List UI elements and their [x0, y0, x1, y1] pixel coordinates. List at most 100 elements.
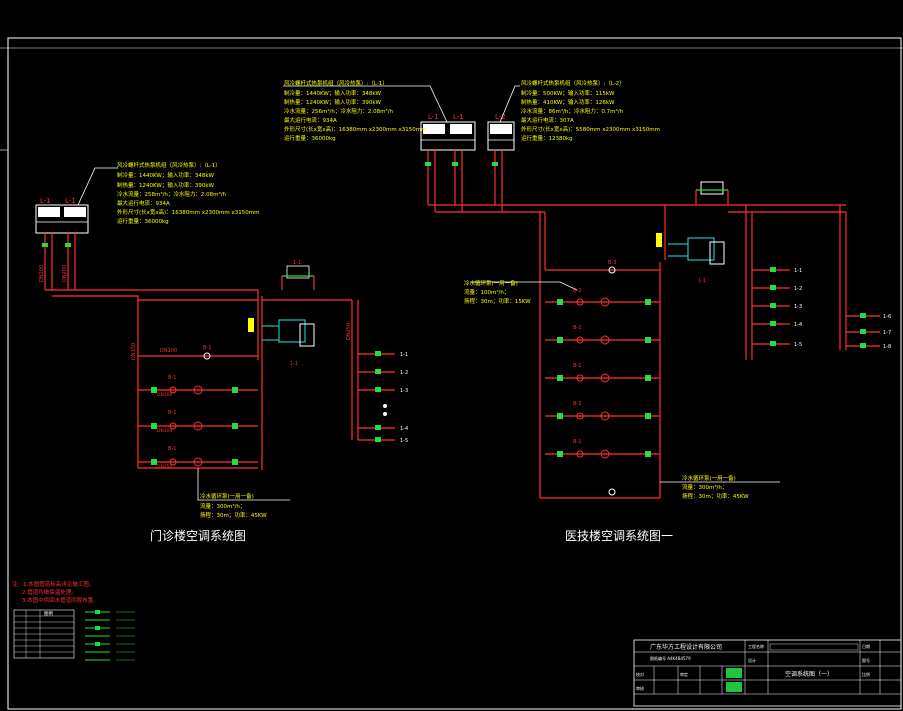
- right-pump-label-1: B-2: [573, 288, 581, 294]
- left-branch-2: 1-2: [358, 369, 408, 376]
- right-branch-label-5: 1-5: [794, 342, 802, 348]
- right-system: L-1 L-1 L-2 风冷螺杆式热泵机组（风冷热泵）:（L-1） 制冷量：14…: [283, 79, 891, 543]
- right-expansion-tank: [695, 181, 729, 205]
- legend-symbols: [85, 610, 135, 661]
- left-bypass: DN100 B-1: [138, 345, 258, 360]
- right-pump-spec-small: 冷水循环泵(一用一备) 流量：100m³/h； 扬程：30m；功率：15KW: [464, 279, 531, 305]
- left-pump-spec: 冷水循环泵(一用一备) 流量：300m³/h； 扬程：30m；功率：45KW: [200, 492, 267, 519]
- right-branch-label-2: 1-2: [794, 286, 802, 292]
- right-spec1-line-3: 冷水流量：256m³/h；冷水阻力：2.08m³/h: [284, 107, 394, 115]
- left-branch-label-1: 1-1: [400, 352, 408, 358]
- right-branch-5: 1-5: [752, 341, 802, 348]
- right-pump-label-4: B-1: [573, 401, 581, 407]
- right-chiller-unit-2: L-2: [487, 113, 515, 151]
- left-chiller-label-2: L-1: [65, 197, 76, 205]
- right-spec1-line-6: 运行重量：36000kg: [284, 134, 336, 142]
- left-expansion-label: 1-1: [293, 260, 301, 266]
- legend-title: 图例: [44, 610, 53, 617]
- left-pump-label-1: B-1: [168, 375, 176, 381]
- right-pump-label-5: B-1: [573, 439, 581, 445]
- right-branch-label-4: 1-4: [794, 322, 802, 328]
- note-line-1: 2.管道均做保温处理。: [22, 588, 77, 596]
- left-system: L-1 L-1 风冷螺杆式热泵机组（风冷热泵）:（L-1） 制冷量：1440KW…: [35, 161, 408, 543]
- title-block-field-6: 图号: [862, 657, 870, 663]
- right-chiller-label-3: L-2: [495, 113, 506, 121]
- left-branch-label-5: 1-5: [400, 438, 408, 444]
- left-dist-pipe-label-1: DN250: [346, 323, 352, 340]
- left-spec-line-5: 外形尺寸(长x宽x高)：16380mm x2300mm x3150mm: [117, 208, 259, 216]
- left-spec-line-2: 制热量：1240KW；输入功率：390kW: [117, 181, 215, 189]
- left-branch-label-4: 1-4: [400, 426, 408, 432]
- left-main-pipe-label: DN150: [131, 343, 137, 360]
- left-bypass-pipe-label: DN100: [160, 348, 177, 354]
- title-block-field-1: 设计: [748, 657, 756, 663]
- right-branch-label-7: 1-7: [883, 330, 891, 336]
- right-branch-1: 1-1: [752, 267, 802, 274]
- left-expansion-tank: 1-1: [281, 260, 315, 290]
- left-pump-spec-0: 冷水循环泵(一用一备): [200, 492, 254, 500]
- right-pump-large-0: 冷水循环泵(一用一备): [682, 474, 736, 482]
- right-branch-6: 1-6: [846, 313, 891, 320]
- right-spec1-line-1: 制冷量：1440KW；输入功率：348kW: [284, 89, 382, 97]
- right-pump-label-3: B-1: [573, 363, 581, 369]
- drawing-frame: [7, 37, 902, 710]
- left-chiller-label-1: L-1: [40, 197, 51, 205]
- right-pump-row-2: B-2: [545, 325, 660, 345]
- left-chiller-spec: 风冷螺杆式热泵机组（风冷热泵）:（L-1） 制冷量：1440KW；输入功率：34…: [117, 161, 259, 225]
- right-pump-row-4: B-1: [545, 401, 660, 421]
- right-chiller-label-1: L-1: [428, 113, 439, 121]
- left-branch-5: 1-4: [358, 425, 408, 432]
- note-line-0: 注：1.本图管道标高详见施工图。: [12, 580, 94, 588]
- title-block-company: 广东华方工程设计有限公司: [650, 643, 722, 651]
- title-block-footer: 图纸编号 A4K4B4579: [650, 655, 691, 661]
- left-branch-label-3: 1-3: [400, 388, 408, 394]
- right-branch-list: 1-1 1-2 1-3 1-4 1-5 1-6 1-7 1-8: [752, 267, 891, 350]
- right-chiller-spec-2: 风冷螺杆式热泵机组（风冷热泵）:（L-2） 制冷量：500KW；输入功率：115…: [521, 79, 660, 142]
- left-branch-3: 1-3: [358, 387, 408, 394]
- title-block-field-5: 日期: [862, 643, 870, 649]
- right-spec2-line-3: 冷水流量：86m³/h；冷水阻力：0.7m³/h: [521, 107, 624, 115]
- right-spec1-line-0: 风冷螺杆式热泵机组（风冷热泵）:（L-1）: [284, 79, 388, 87]
- left-system-title: 门诊楼空调系统图: [150, 528, 246, 543]
- right-spec2-line-5: 外形尺寸(长x宽x高)：5580mm x2300mm x3150mm: [521, 125, 660, 133]
- right-bypass: B-3: [545, 260, 660, 274]
- right-branch-2: 1-2: [752, 285, 802, 292]
- left-pump-pipe-label-2: DN100: [157, 428, 173, 434]
- left-pump-row-2: B-1 DN100: [138, 410, 258, 434]
- right-spec2-line-2: 制热量：410KW；输入功率：126kW: [521, 98, 615, 106]
- legend-table: 图例: [13, 609, 75, 659]
- left-pump-spec-1: 流量：300m³/h；: [200, 502, 245, 510]
- right-branch-7: 1-7: [846, 329, 891, 336]
- left-branch-list: 1-1 1-2 1-3 1-4 1-5: [358, 351, 408, 444]
- left-riser-pipe-label-2: DN200: [62, 265, 68, 282]
- right-chiller-unit-1: L-1 L-1: [420, 113, 476, 151]
- notes-section: 注：1.本图管道标高详见施工图。 2.管道均做保温处理。 3.本图中供回水管道同…: [12, 580, 99, 604]
- left-riser-pipe-label-1: DN200: [39, 265, 45, 282]
- right-pump-large-1: 流量：300m³/h；: [682, 483, 727, 491]
- left-control-label: 1-1: [290, 361, 298, 367]
- right-pump-large-2: 扬程：30m；功率：45KW: [682, 492, 749, 500]
- right-chiller-label-2: L-1: [453, 113, 464, 121]
- right-pump-row-3: B-1: [545, 363, 660, 383]
- left-pump-row-1: B-1 DN100: [138, 375, 258, 398]
- left-branch-label-2: 1-2: [400, 370, 408, 376]
- left-bypass-label: B-1: [203, 345, 211, 351]
- title-block-field-7: 比例: [862, 671, 870, 677]
- right-pump-row-1: B-2: [545, 288, 660, 307]
- left-pump-row-3: B-1 DN250: [138, 446, 258, 470]
- right-spec1-line-2: 制热量：1240KW；输入功率：390kW: [284, 98, 382, 106]
- right-branch-3: 1-3: [752, 303, 802, 310]
- title-block-field-2: 校对: [636, 671, 644, 677]
- right-spec2-line-1: 制冷量：500KW；输入功率：115kW: [521, 89, 615, 97]
- title-block-drawing-name: 空调系统图（一）: [785, 670, 833, 678]
- right-pump-label-2: B-2: [573, 325, 581, 331]
- note-line-2: 3.本图中供回水管道同程布置。: [22, 596, 99, 604]
- left-pump-label-2: B-1: [168, 410, 176, 416]
- right-spec2-line-6: 运行重量：12380kg: [521, 134, 573, 142]
- right-pump-spec-large: 冷水循环泵(一用一备) 流量：300m³/h； 扬程：30m；功率：45KW: [682, 474, 749, 500]
- left-spec-line-1: 制冷量：1440KW；输入功率：348kW: [117, 171, 215, 179]
- title-block-field-3: 审核: [636, 685, 644, 691]
- right-spec2-line-4: 最大运行电流：307A: [521, 116, 574, 124]
- right-pump-row-5: B-1: [545, 439, 660, 459]
